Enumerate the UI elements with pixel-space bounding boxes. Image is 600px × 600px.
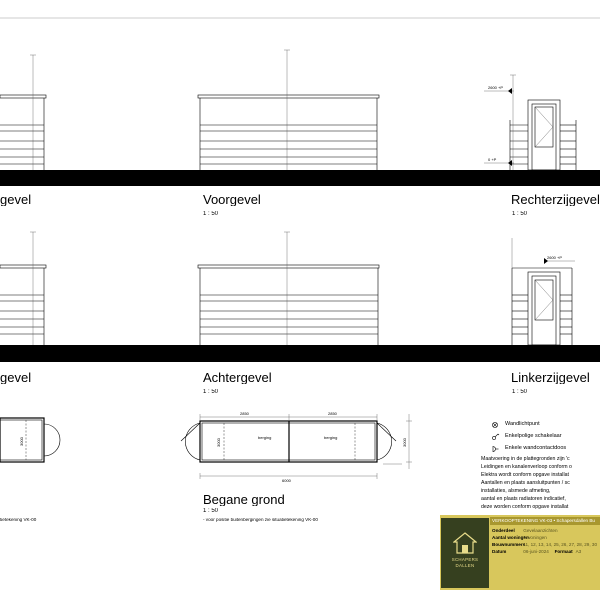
single-pole-switch-icon xyxy=(492,433,500,440)
wall-light-icon xyxy=(492,422,498,428)
tb-label: Onderdeel xyxy=(492,528,515,533)
door-swing-left xyxy=(185,422,201,461)
view-title-top-left: gevel xyxy=(0,193,32,206)
drawing-notes: Maatvoering in de plattegronden zijn 'c … xyxy=(481,455,600,511)
title-block-row: Datum 06-juni-2024 Formaat A3 xyxy=(492,548,600,555)
level-top-text: 2600 +P xyxy=(488,85,503,90)
view-scale-rechterzijgevel: 1 : 50 xyxy=(512,211,528,217)
title-block: SCHAPERS DALLEN VERKOOPTEKENING VK-03 • … xyxy=(440,515,600,590)
note-line: deze worden conform opgave installat xyxy=(481,504,569,510)
title-block-row: Bouwnummers 11, 12, 13, 14, 25, 26, 27, … xyxy=(492,541,600,548)
note-line: Leidingen en kanalenverloop conform o xyxy=(481,464,572,470)
logo-text-line: SCHAPERS xyxy=(451,557,479,562)
note-line: Maatvoering in de plattegronden zijn 'c xyxy=(481,456,570,462)
elevation-achtergevel xyxy=(197,231,380,345)
view-scale-voorgevel: 1 : 50 xyxy=(203,211,219,217)
ground-band-middle xyxy=(0,345,600,362)
tb-value: 11, 12, 13, 14, 25, 26, 27, 28, 29, 30 xyxy=(523,542,598,547)
tb-value: A3 xyxy=(575,549,582,554)
tb-label: Aantal woningen xyxy=(492,535,529,540)
room-label-2: berging xyxy=(324,435,337,440)
view-title-voorgevel: Voorgevel xyxy=(203,193,261,206)
depth-left: 3000 xyxy=(216,437,221,447)
logo-text-line: DALLEN xyxy=(455,563,475,568)
level-top-text: 2600 +P xyxy=(547,255,562,260)
title-block-header: VERKOOPTEKENING VK-03 • Schapersdallen B… xyxy=(490,517,600,525)
title-block-row: Aantal woningen 6 woningen xyxy=(492,534,600,541)
plan-left: 3000 xyxy=(0,417,61,463)
legend-item: Enkelpolige schakelaar xyxy=(490,433,600,441)
elevation-voorgevel xyxy=(197,49,380,170)
view-scale-achtergevel: 1 : 50 xyxy=(203,389,219,395)
elevation-linkerzijgevel: 2600 +P xyxy=(511,238,575,346)
legend-item: Enkele wandcontactdoos xyxy=(490,445,600,453)
level-marker-icon xyxy=(508,88,512,94)
room-width-1: 2850 xyxy=(240,411,250,416)
door-swing-right xyxy=(376,422,392,461)
tb-label: Datum xyxy=(492,549,507,554)
legend-label: Enkele wandcontactdoos xyxy=(505,445,567,451)
view-title-achtergevel: Achtergevel xyxy=(203,371,272,384)
view-scale-linkerzijgevel: 1 : 50 xyxy=(512,389,528,395)
tb-value: 06-juni-2024 xyxy=(523,549,549,554)
note-line: Elektra wordt conform opgave installat xyxy=(481,472,569,478)
tb-label: Bouwnummers xyxy=(492,542,526,547)
legend-item: Wandlichtpunt xyxy=(490,421,600,429)
door xyxy=(527,271,561,346)
level-bottom-text: 0 +P xyxy=(488,157,497,162)
room-label-1: berging xyxy=(258,435,271,440)
tb-value: 6 woningen xyxy=(523,535,547,540)
note-line: installaties, alsmede afmeting, xyxy=(481,488,551,494)
view-title-begane-grond: Begane grond xyxy=(203,493,285,506)
tb-label: Formaat xyxy=(554,549,573,554)
view-title-rechterzijgevel: Rechterzijgevel xyxy=(511,193,600,206)
level-marker-icon xyxy=(508,160,512,166)
elevation-top-left xyxy=(0,54,47,170)
elevation-rechterzijgevel: 2600 +P 0 +P xyxy=(484,74,577,171)
view-scale-begane-grond: 1 : 50 xyxy=(203,508,219,514)
legend-label: Enkelpolige schakelaar xyxy=(505,433,562,439)
title-block-row: Onderdeel Gevelaanzichten xyxy=(492,527,600,534)
level-marker-icon xyxy=(544,258,548,264)
total-width: 6000 xyxy=(282,478,292,483)
house-logo-icon xyxy=(453,532,477,554)
note-line: Aantallen en plaats aansluitpunten / sc xyxy=(481,480,570,486)
plan-left-depth: 3000 xyxy=(19,436,24,446)
view-title-middle-left: gevel xyxy=(0,371,32,384)
room-width-2: 2850 xyxy=(328,411,338,416)
tb-value: Gevelaanzichten xyxy=(523,528,558,533)
plan-left-note: tietekening VK-00 xyxy=(0,518,37,522)
begane-grond-note: - voor positie buitenbergingen zie situa… xyxy=(203,518,318,522)
door xyxy=(527,99,561,171)
view-title-linkerzijgevel: Linkerzijgevel xyxy=(511,371,590,384)
depth-right: 3000 xyxy=(402,437,407,447)
plan-begane-grond: 2850 2850 berging berging 3000 3000 6000 xyxy=(180,411,412,483)
legend-label: Wandlichtpunt xyxy=(505,421,540,427)
company-logo: SCHAPERS DALLEN xyxy=(441,518,489,588)
wall-socket-icon xyxy=(492,446,499,452)
elevation-middle-left xyxy=(0,231,47,345)
ground-band-top xyxy=(0,170,600,186)
note-line: aantal en plaats radiatoren indicatief, xyxy=(481,496,566,502)
